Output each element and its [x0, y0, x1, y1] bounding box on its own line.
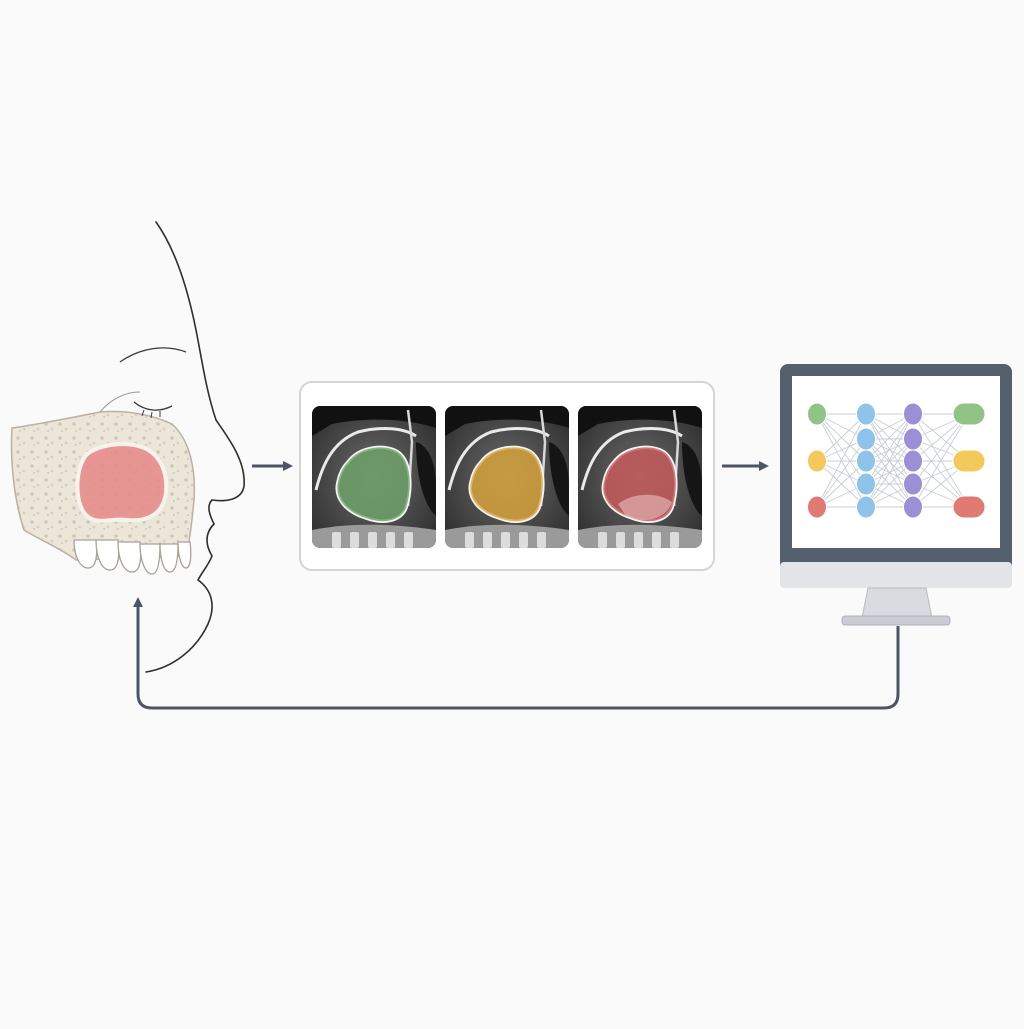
sinus-highlight [79, 446, 165, 519]
nn-node-hidden-layer-1 [856, 449, 876, 473]
ct-tooth-root [616, 532, 625, 548]
ct-air-region [312, 406, 436, 436]
nn-node-input-layer [807, 449, 827, 473]
eyebrow-line [119, 347, 187, 363]
monitor-neural-network-icon [780, 364, 1012, 626]
nn-connection [816, 413, 867, 485]
neural-network-nodes [807, 402, 986, 519]
ct-nasal-cavity [682, 442, 702, 516]
nn-connection [865, 438, 914, 485]
ct-tooth-root [670, 532, 679, 548]
cheek-contour [99, 391, 141, 413]
monitor-stand-base [841, 615, 951, 626]
ct-nasal-cavity [416, 442, 436, 516]
ct-tooth-root [537, 532, 546, 548]
nn-node-hidden-layer-2 [903, 449, 923, 473]
ct-slice-green [312, 406, 436, 548]
nn-connection [912, 413, 970, 508]
head-profile-sinus-icon [10, 221, 245, 673]
ct-tooth-root [634, 532, 643, 548]
nn-node-output-layer [952, 449, 986, 473]
ct-tooth-root [519, 532, 528, 548]
nn-connection [912, 413, 970, 485]
ct-tooth-root [350, 532, 359, 548]
nn-node-hidden-layer-1 [856, 402, 876, 426]
ct-bone-wall [447, 427, 550, 491]
nn-node-output-layer [952, 495, 986, 519]
ct-tooth-root [652, 532, 661, 548]
nn-connection [865, 413, 914, 508]
nn-node-input-layer [807, 495, 827, 519]
ct-sinus-segmentation [337, 447, 410, 522]
nn-connection [816, 413, 867, 462]
nn-node-hidden-layer-1 [856, 472, 876, 496]
ct-tooth-root [368, 532, 377, 548]
closed-eye-line [133, 401, 173, 411]
ct-tooth-root [332, 532, 341, 548]
ct-tooth-root [404, 532, 413, 548]
nn-node-hidden-layer-2 [903, 402, 923, 426]
nn-node-output-layer [952, 402, 986, 426]
ct-bone-wall [580, 427, 683, 491]
nn-node-hidden-layer-2 [903, 427, 923, 451]
ct-tooth-root [483, 532, 492, 548]
ct-bone-wall [314, 427, 417, 491]
nn-connection [865, 413, 914, 485]
nn-connection [816, 460, 867, 508]
ct-air-region [578, 406, 702, 436]
monitor-chin [780, 562, 1012, 588]
ct-tooth-root [465, 532, 474, 548]
ct-slice-red [578, 406, 702, 548]
nn-connection [912, 438, 970, 508]
ct-fluid-level [618, 494, 672, 520]
nn-node-hidden-layer-2 [903, 472, 923, 496]
teeth [73, 539, 192, 575]
nn-node-hidden-layer-2 [903, 495, 923, 519]
nn-connection [865, 438, 914, 508]
nn-connection [816, 413, 867, 508]
ct-tooth-root [598, 532, 607, 548]
nn-node-input-layer [807, 402, 827, 426]
monitor-stand-neck [861, 587, 933, 619]
ct-tooth-root [386, 532, 395, 548]
nn-node-hidden-layer-1 [856, 495, 876, 519]
nn-connection [816, 438, 867, 508]
ct-tooth-root [501, 532, 510, 548]
face-profile-line [145, 221, 245, 673]
ct-slice-yellow [445, 406, 569, 548]
ct-air-region [445, 406, 569, 436]
nn-connection [865, 413, 914, 462]
ct-scan-panel [299, 381, 715, 571]
ct-sinus-segmentation [470, 447, 543, 522]
nn-connection [865, 460, 914, 508]
ct-nasal-cavity [549, 442, 569, 516]
nn-node-hidden-layer-1 [856, 427, 876, 451]
feedback-arrow-monitor-to-head [133, 597, 900, 710]
